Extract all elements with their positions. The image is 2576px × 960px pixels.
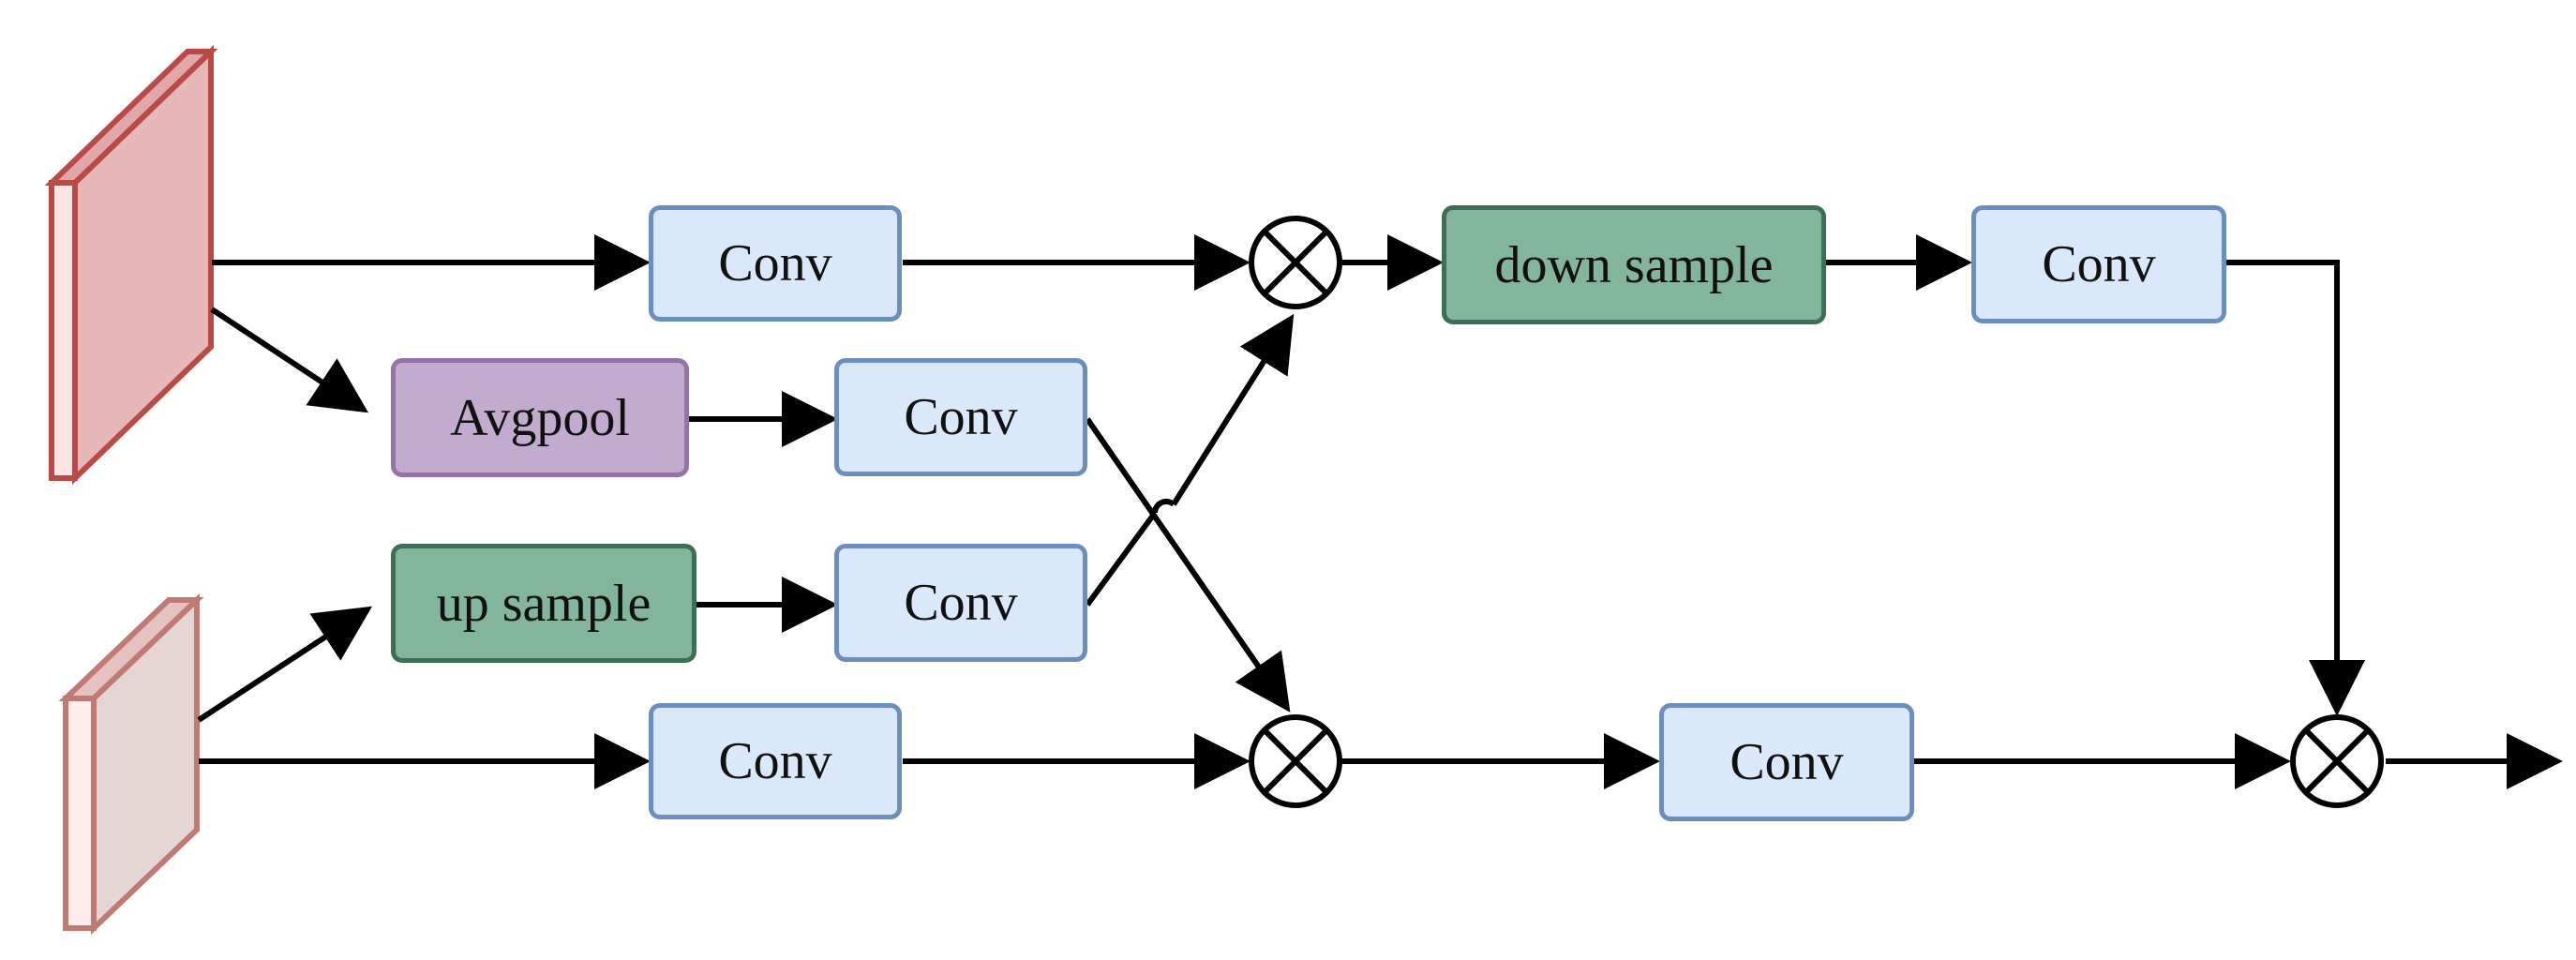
feature-map-low bbox=[58, 592, 204, 936]
down-sample-block: down sample bbox=[1442, 205, 1826, 324]
edge-conv-pool-to-mult-bottom bbox=[1085, 417, 1291, 712]
conv-block-up: Conv bbox=[834, 544, 1087, 662]
feature-map-high bbox=[44, 44, 218, 486]
up-sample-block: up sample bbox=[391, 544, 696, 663]
conv-block-down: Conv bbox=[1971, 205, 2226, 323]
edge-conv-down-to-mult-out bbox=[2226, 260, 2365, 716]
edge-conv-up-to-mult-top bbox=[1085, 319, 1291, 607]
hop-over bbox=[1151, 498, 1176, 514]
conv-block-pool: Conv bbox=[834, 358, 1087, 476]
multiply-node-output bbox=[2290, 714, 2384, 808]
multiply-node-bottom bbox=[1249, 714, 1342, 808]
conv-block-top: Conv bbox=[649, 205, 902, 322]
connections bbox=[197, 234, 2563, 789]
conv-block-merge: Conv bbox=[1659, 703, 1914, 821]
multiply-node-top bbox=[1249, 216, 1342, 309]
edge-low-to-upsample bbox=[197, 606, 373, 723]
edge-high-to-avgpool bbox=[210, 307, 369, 413]
conv-block-bottom: Conv bbox=[649, 703, 902, 819]
avgpool-block: Avgpool bbox=[391, 358, 689, 477]
